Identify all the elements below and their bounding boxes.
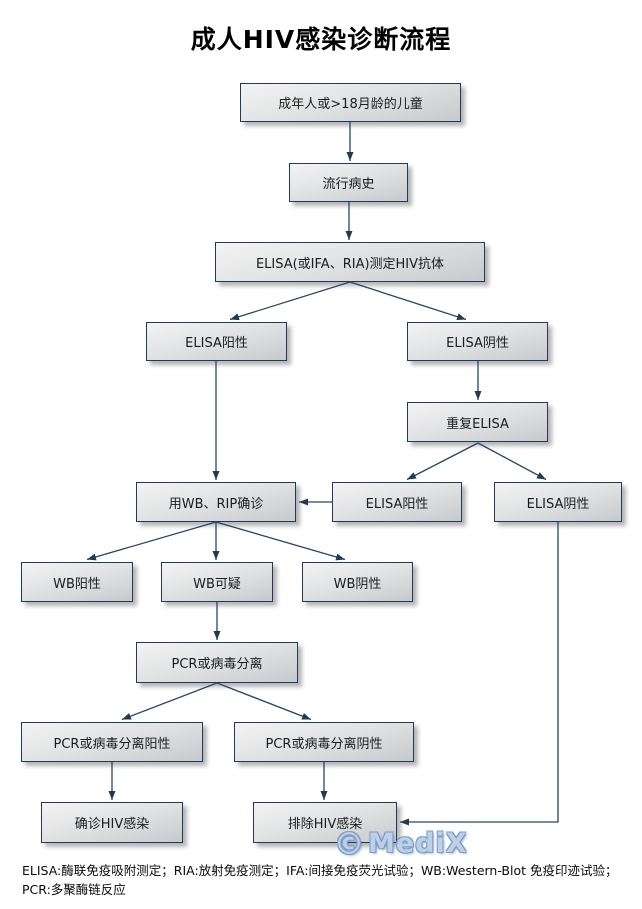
node-pcr-virus-isolation: PCR或病毒分离 — [136, 642, 298, 683]
edge-pcr-to-pcrpos — [121, 682, 218, 721]
node-wb-positive: WB阳性 — [21, 562, 133, 602]
page-title: 成人HIV感染诊断流程 — [190, 25, 452, 54]
node-adult-or-child: 成年人或>18月龄的儿童 — [240, 83, 461, 122]
edge-wbrip-to-wbneg — [215, 521, 346, 561]
node-elisa-positive-2: ELISA阳性 — [332, 482, 462, 522]
node-epidemic-history: 流行病史 — [289, 163, 408, 202]
node-elisa-antibody-test: ELISA(或IFA、RIA)测定HIV抗体 — [215, 242, 485, 282]
edge-elisa-to-pos1 — [229, 281, 351, 321]
watermark-brand: MediX — [368, 828, 468, 859]
node-elisa-negative-2: ELISA阴性 — [494, 482, 622, 522]
node-exclude-hiv: 排除HIV感染 — [253, 802, 397, 843]
abbreviation-footnote: ELISA:酶联免疫吸附测定；RIA:放射免疫测定；IFA:间接免疫荧光试验；W… — [22, 863, 618, 897]
edge-neg2-to-exclude — [400, 522, 559, 826]
edge-repeat-to-pos2 — [406, 442, 479, 481]
edge-repeat-to-neg2 — [477, 442, 547, 481]
edge-pcr-to-pcrneg — [216, 682, 312, 721]
node-wb-indeterminate: WB可疑 — [161, 562, 273, 602]
node-wb-negative: WB阴性 — [302, 562, 413, 602]
node-elisa-positive-1: ELISA阳性 — [146, 322, 287, 361]
node-elisa-negative-1: ELISA阴性 — [407, 322, 548, 361]
node-repeat-elisa: 重复ELISA — [407, 402, 548, 442]
node-confirm-hiv: 确诊HIV感染 — [41, 802, 183, 843]
edge-wbrip-to-wbpos — [86, 521, 217, 561]
node-pcr-positive: PCR或病毒分离阳性 — [21, 722, 203, 762]
copyright-icon: © — [334, 827, 365, 862]
node-pcr-negative: PCR或病毒分离阴性 — [234, 722, 414, 762]
edge-elisa-to-neg1 — [349, 281, 467, 321]
medix-watermark: ©MediX — [334, 827, 468, 862]
node-wb-rip-confirm: 用WB、RIP确诊 — [136, 482, 296, 522]
